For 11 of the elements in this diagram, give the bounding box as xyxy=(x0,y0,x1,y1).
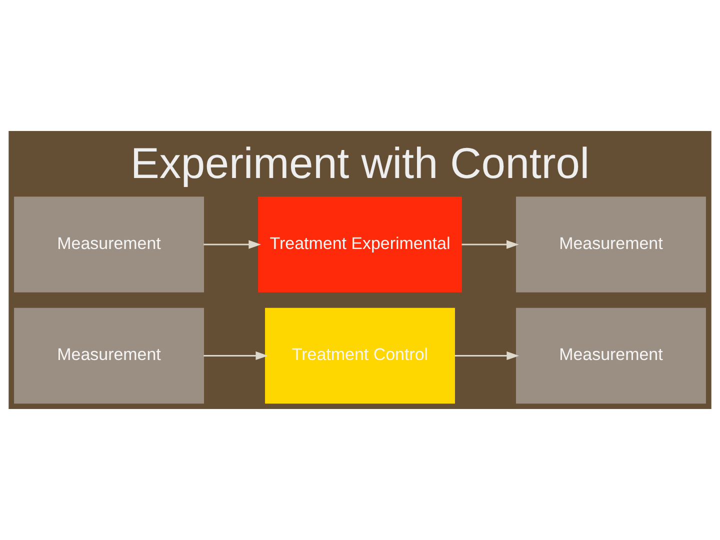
node-box: Measurement xyxy=(14,196,204,292)
diagram-title: Experiment with Control xyxy=(130,140,590,188)
arrow xyxy=(204,351,268,360)
node-box: Measurement xyxy=(516,196,706,292)
node-box: Measurement xyxy=(516,308,706,404)
node-box: Treatment Control xyxy=(265,308,455,404)
arrow xyxy=(454,351,520,360)
arrow xyxy=(462,240,519,249)
node-box: Treatment Experimental xyxy=(258,196,462,292)
node-box: Measurement xyxy=(14,308,204,404)
arrow xyxy=(204,240,262,249)
